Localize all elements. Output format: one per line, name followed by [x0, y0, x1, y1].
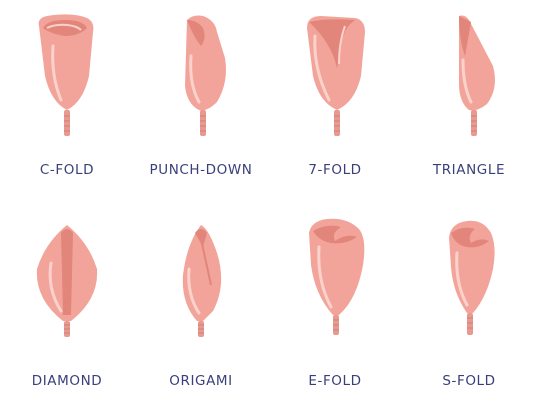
- fold-item-s-fold: S-FOLD: [402, 197, 535, 394]
- fold-item-7-fold: 7-FOLD: [268, 0, 402, 197]
- fold-item-punch-down: PUNCH-DOWN: [134, 0, 268, 197]
- fold-label: ORIGAMI: [134, 373, 268, 389]
- fold-label: DIAMOND: [0, 373, 134, 389]
- fold-label: E-FOLD: [268, 373, 402, 389]
- c-fold-cup-icon: [17, 6, 117, 141]
- fold-item-diamond: DIAMOND: [0, 197, 134, 394]
- fold-label: PUNCH-DOWN: [134, 162, 268, 178]
- fold-item-e-fold: E-FOLD: [268, 197, 402, 394]
- fold-item-origami: ORIGAMI: [134, 197, 268, 394]
- fold-item-triangle: TRIANGLE: [402, 0, 535, 197]
- fold-label: C-FOLD: [0, 162, 134, 178]
- fold-label: S-FOLD: [402, 373, 535, 389]
- diamond-cup-icon: [17, 203, 117, 338]
- s-fold-cup-icon: [419, 203, 519, 338]
- fold-label: TRIANGLE: [402, 162, 535, 178]
- origami-cup-icon: [151, 203, 251, 338]
- fold-label: 7-FOLD: [268, 162, 402, 178]
- e-fold-cup-icon: [285, 203, 385, 338]
- 7-fold-cup-icon: [285, 6, 385, 141]
- punch-down-cup-icon: [151, 6, 251, 141]
- fold-item-c-fold: C-FOLD: [0, 0, 134, 197]
- triangle-cup-icon: [419, 6, 519, 141]
